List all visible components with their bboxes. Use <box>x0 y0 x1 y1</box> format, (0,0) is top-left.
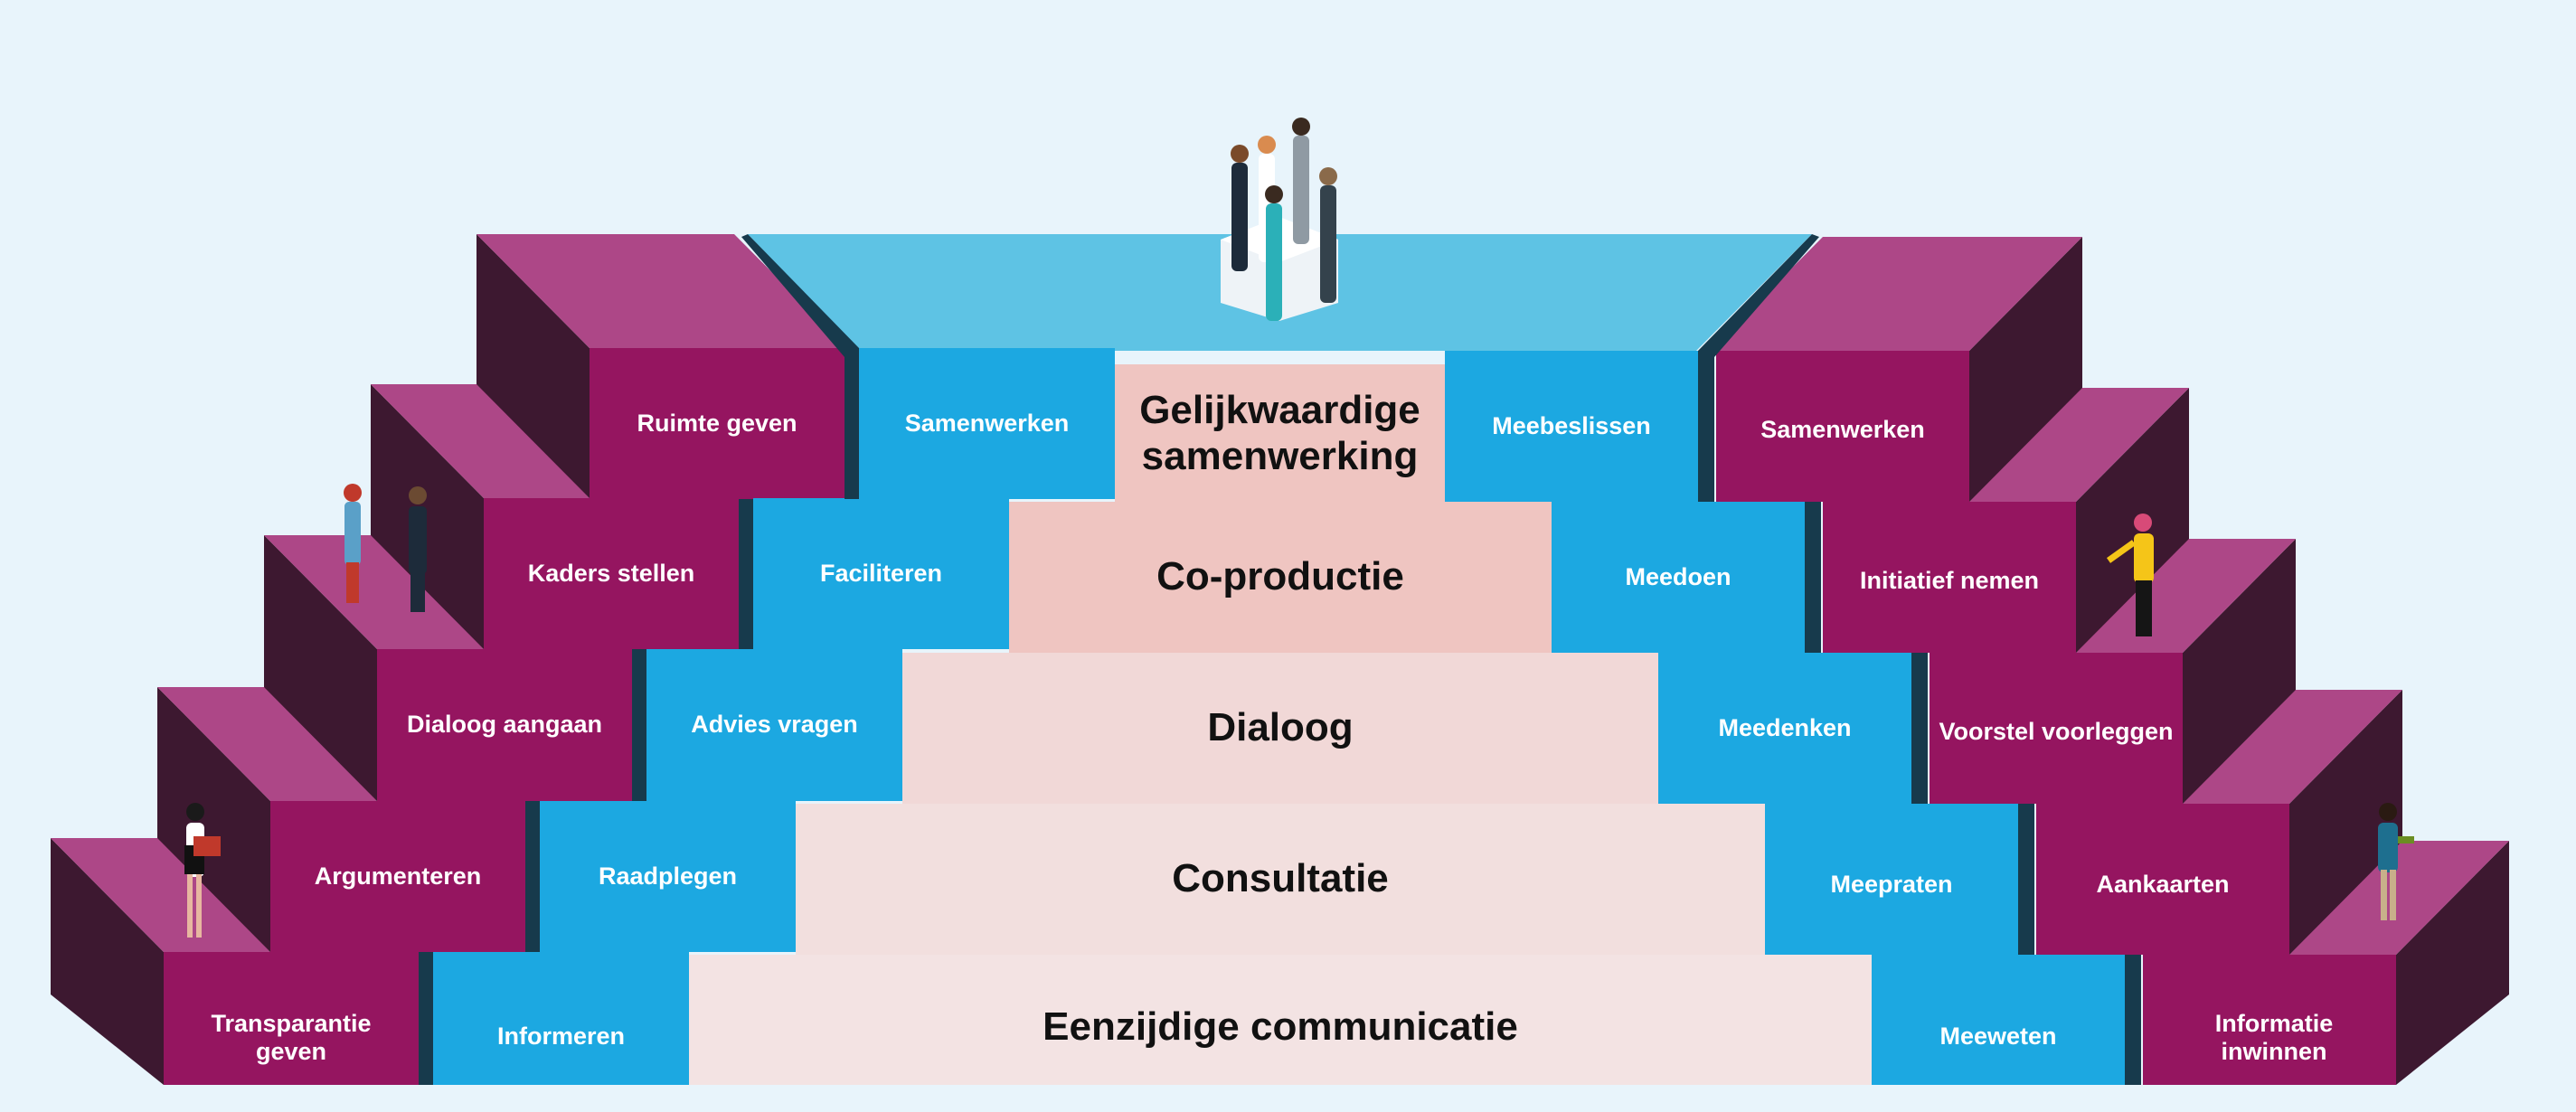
two-men-talking-illustration <box>344 484 427 612</box>
woman-with-books-illustration <box>184 803 221 938</box>
right-magenta-step-3: Voorstel voorleggen <box>1939 717 2174 745</box>
center-level-4: Consultatie <box>1172 856 1389 901</box>
blue-shadow-strips <box>419 234 2141 1085</box>
participation-staircase-diagram: Gelijkwaardige samenwerking Co-productie… <box>51 118 2509 1085</box>
blue-front-faces <box>433 348 2125 1085</box>
team-at-table-illustration <box>1221 118 1338 321</box>
woman-waving-illustration <box>2106 514 2154 636</box>
right-magenta-top-faces <box>1710 237 2509 955</box>
center-pyramid <box>689 364 1872 1085</box>
staircase-graphic <box>51 118 2509 1085</box>
right-blue-step-3: Meedenken <box>1718 713 1852 741</box>
right-blue-step-4: Meepraten <box>1830 870 1953 898</box>
center-level-2: Co-productie <box>1156 554 1404 599</box>
left-magenta-front-faces <box>164 348 845 1085</box>
left-blue-step-4: Raadplegen <box>598 862 738 890</box>
left-magenta-step-2: Kaders stellen <box>527 559 695 587</box>
right-magenta-step-2: Initiatief nemen <box>1859 566 2040 594</box>
right-magenta-front-faces <box>1716 351 2396 1085</box>
left-blue-step-1: Samenwerken <box>904 409 1070 437</box>
center-level-1: Gelijkwaardige samenwerking <box>1139 388 1420 478</box>
left-magenta-step-4: Argumenteren <box>314 862 482 890</box>
right-magenta-step-1: Samenwerken <box>1760 415 1925 443</box>
left-magenta-step-3: Dialoog aangaan <box>406 711 603 739</box>
left-magenta-top-faces <box>51 234 847 952</box>
right-blue-step-5: Meeweten <box>1939 1022 2057 1050</box>
right-magenta-side-faces <box>1969 237 2509 1085</box>
right-magenta-step-4: Aankaarten <box>2096 870 2230 898</box>
right-magenta-step-5: Informatie inwinnen <box>2214 1009 2334 1065</box>
left-magenta-step-1: Ruimte geven <box>637 409 797 437</box>
center-level-3: Dialoog <box>1207 705 1354 750</box>
center-level-5: Eenzijdige communicatie <box>1043 1004 1518 1049</box>
right-blue-step-1: Meebeslissen <box>1492 411 1651 439</box>
left-magenta-side-faces <box>51 234 590 1085</box>
left-blue-step-2: Faciliteren <box>819 559 943 587</box>
left-magenta-step-5: Transparantie geven <box>211 1009 372 1065</box>
man-standing-illustration <box>2378 803 2414 920</box>
right-blue-step-2: Meedoen <box>1625 562 1731 590</box>
left-blue-step-3: Advies vragen <box>691 711 858 739</box>
left-blue-step-5: Informeren <box>496 1022 626 1050</box>
